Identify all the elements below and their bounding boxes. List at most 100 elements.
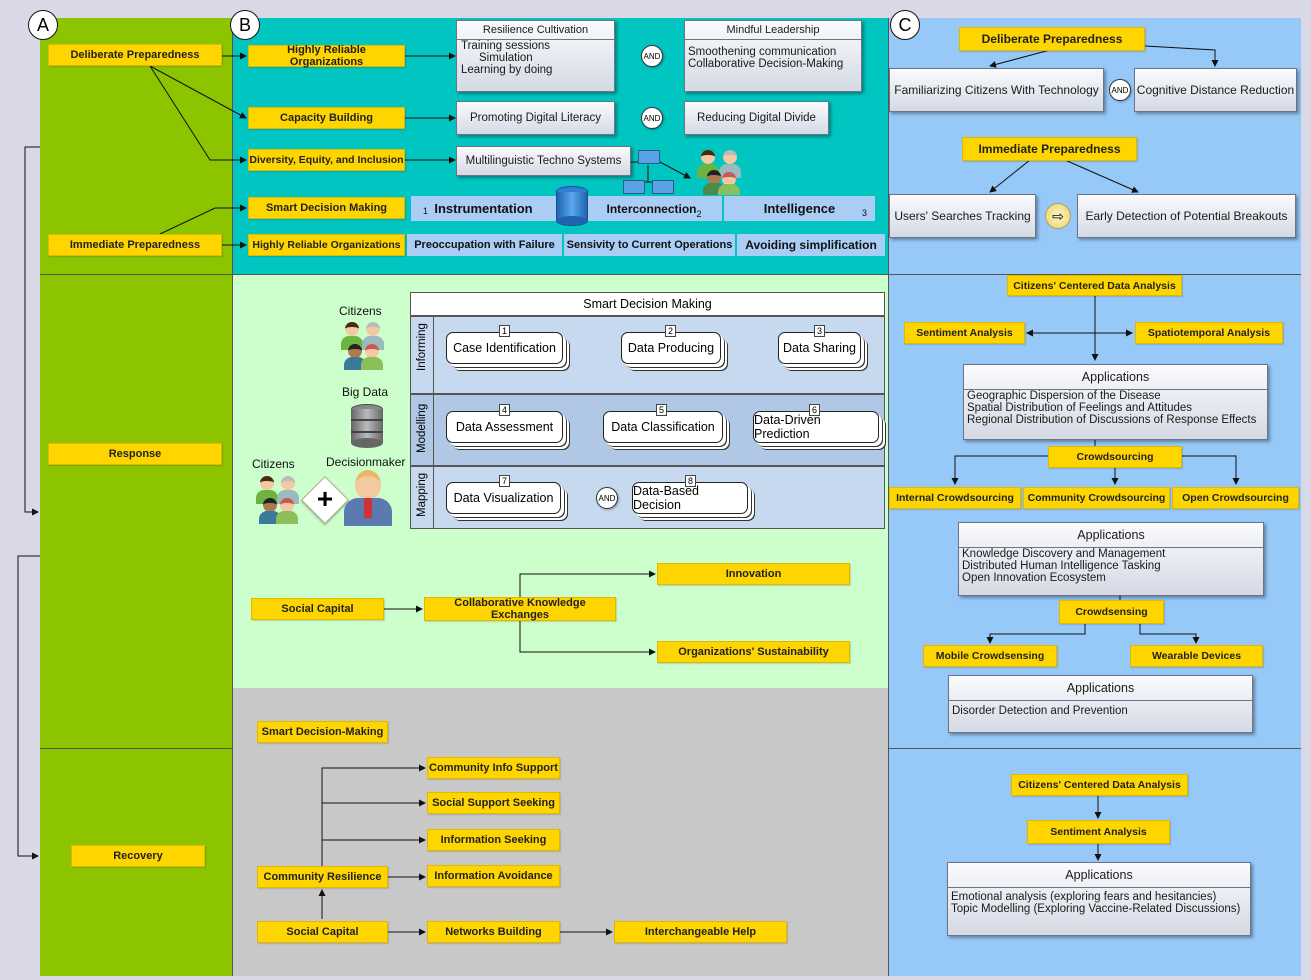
crowdsensing: Crowdsensing (1059, 600, 1164, 624)
community-crowdsourcing: Community Crowdsourcing (1023, 487, 1170, 509)
mobile-crowdsensing: Mobile Crowdsensing (923, 645, 1057, 667)
open-crowdsourcing: Open Crowdsourcing (1172, 487, 1299, 509)
mindful-item: Smoothening communication (688, 46, 837, 58)
applications-item: Emotional analysis (exploring fears and … (951, 891, 1217, 903)
applications-item: Topic Modelling (Exploring Vaccine-Relat… (951, 903, 1241, 915)
computer-icon (652, 180, 674, 194)
divider (40, 748, 232, 749)
interchangeable-help: Interchangeable Help (614, 921, 787, 943)
response-a: Response (48, 443, 222, 465)
social-capital-response: Social Capital (251, 598, 384, 620)
recovery-a: Recovery (71, 845, 205, 867)
applications-item: Geographic Dispersion of the Disease (967, 390, 1161, 402)
step-num: 8 (685, 475, 696, 487)
cognitive-distance-box: Cognitive Distance Reduction (1134, 68, 1297, 112)
database-icon (556, 186, 588, 226)
internal-crowdsourcing: Internal Crowdsourcing (889, 487, 1021, 509)
avoiding-bar: Avoiding simplification (737, 234, 885, 256)
deliberate-preparedness-c: Deliberate Preparedness (959, 27, 1145, 51)
step-num: 5 (656, 404, 667, 416)
intelligence-label: Intelligence (763, 201, 836, 216)
sdm-title-bar: Smart Decision Making (410, 292, 885, 316)
num-3: 3 (861, 208, 867, 218)
plus-icon-glyph: + (316, 483, 334, 514)
num-2: 2 (696, 208, 702, 219)
applications-item: Distributed Human Intelligence Tasking (962, 560, 1161, 572)
divider (40, 274, 1301, 275)
immediate-preparedness-a: Immediate Preparedness (48, 234, 222, 256)
people-group-icon (695, 150, 745, 195)
organizations-sustainability: Organizations' Sustainability (657, 641, 850, 663)
sensitivity-bar: Sensivity to Current Operations (564, 234, 735, 256)
and-connector: AND (641, 45, 663, 67)
citizens-label: Citizens (339, 304, 382, 318)
step-data-visualization: Data Visualization (446, 482, 561, 514)
computer-icon (623, 180, 645, 194)
digital-divide-box: Reducing Digital Divide (684, 101, 829, 135)
resilience-item: Simulation (479, 52, 533, 64)
applications-box-2: Applications Knowledge Discovery and Man… (958, 522, 1264, 596)
applications-title: Applications (948, 863, 1250, 888)
digital-literacy-box: Promoting Digital Literacy (456, 101, 615, 135)
step-num: 6 (809, 404, 820, 416)
social-capital-recovery: Social Capital (257, 921, 388, 943)
multilinguistic-box: Multilinguistic Techno Systems (456, 146, 631, 176)
big-data-label: Big Data (342, 385, 389, 399)
applications-box-4: Applications Emotional analysis (explori… (947, 862, 1251, 936)
resilience-title: Resilience Cultivation (457, 21, 614, 40)
divider (888, 18, 889, 976)
immediate-preparedness-c: Immediate Preparedness (962, 137, 1137, 161)
step-num: 3 (814, 325, 825, 337)
and-connector: AND (596, 487, 618, 509)
applications-item: Spatial Distribution of Feelings and Att… (967, 402, 1193, 414)
sentiment-analysis: Sentiment Analysis (904, 322, 1025, 344)
step-data-producing: Data Producing (621, 332, 721, 364)
mindful-item: Collaborative Decision-Making (688, 58, 844, 70)
smart-decision-making-recovery: Smart Decision-Making (257, 721, 388, 743)
citizens-centered-data-analysis-2: Citizens' Centered Data Analysis (1011, 774, 1188, 796)
applications-item: Regional Distribution of Discussions of … (967, 414, 1257, 426)
lane-modelling: Modelling (416, 403, 428, 453)
applications-box-1: Applications Geographic Dispersion of th… (963, 364, 1268, 440)
mindful-leadership-box: Mindful Leadership Smoothening communica… (684, 20, 862, 92)
step-data-driven-prediction: Data-Driven Prediction (753, 411, 879, 443)
citizens-icon (255, 476, 301, 524)
num-1: 1 (423, 206, 429, 216)
community-info-support: Community Info Support (427, 757, 560, 779)
and-connector: AND (1109, 79, 1131, 101)
spatiotemporal-analysis: Spatiotemporal Analysis (1135, 322, 1283, 344)
label-a: A (28, 10, 58, 40)
diversity-equity-inclusion: Diversity, Equity, and Inclusion (248, 149, 405, 171)
capacity-building: Capacity Building (248, 107, 405, 129)
community-resilience: Community Resilience (257, 866, 388, 888)
mindful-title: Mindful Leadership (685, 21, 861, 40)
applications-item: Disorder Detection and Prevention (952, 705, 1128, 717)
instrumentation-label: Instrumentation (434, 201, 533, 216)
citizens-label-2: Citizens (252, 457, 295, 471)
decisionmaker-label: Decisionmaker (326, 455, 406, 469)
step-num: 7 (499, 475, 510, 487)
label-c: C (890, 10, 920, 40)
users-searches-box: Users' Searches Tracking (889, 194, 1036, 238)
intelligence-bar: Intelligence 3 (724, 196, 875, 221)
label-b: B (230, 10, 260, 40)
applications-title: Applications (949, 676, 1252, 701)
social-support-seeking: Social Support Seeking (427, 792, 560, 814)
divider (232, 18, 233, 976)
wearable-devices: Wearable Devices (1130, 645, 1263, 667)
resilience-item: Training sessions (461, 40, 551, 52)
arrow-right-icon: ⇨ (1045, 203, 1071, 229)
decisionmaker-icon (344, 470, 392, 526)
citizens-icon (340, 322, 386, 370)
resilience-item: Learning by doing (461, 64, 553, 76)
networks-building: Networks Building (427, 921, 560, 943)
citizens-centered-data-analysis: Citizens' Centered Data Analysis (1007, 275, 1182, 296)
sentiment-analysis-2: Sentiment Analysis (1027, 820, 1170, 844)
computer-icon (638, 150, 660, 164)
divider (888, 748, 1301, 749)
deliberate-preparedness-a: Deliberate Preparedness (48, 44, 222, 66)
applications-title: Applications (959, 523, 1263, 548)
information-seeking: Information Seeking (427, 829, 560, 851)
early-detection-box: Early Detection of Potential Breakouts (1077, 194, 1296, 238)
highly-reliable-org-2: Highly Reliable Organizations (248, 234, 405, 256)
